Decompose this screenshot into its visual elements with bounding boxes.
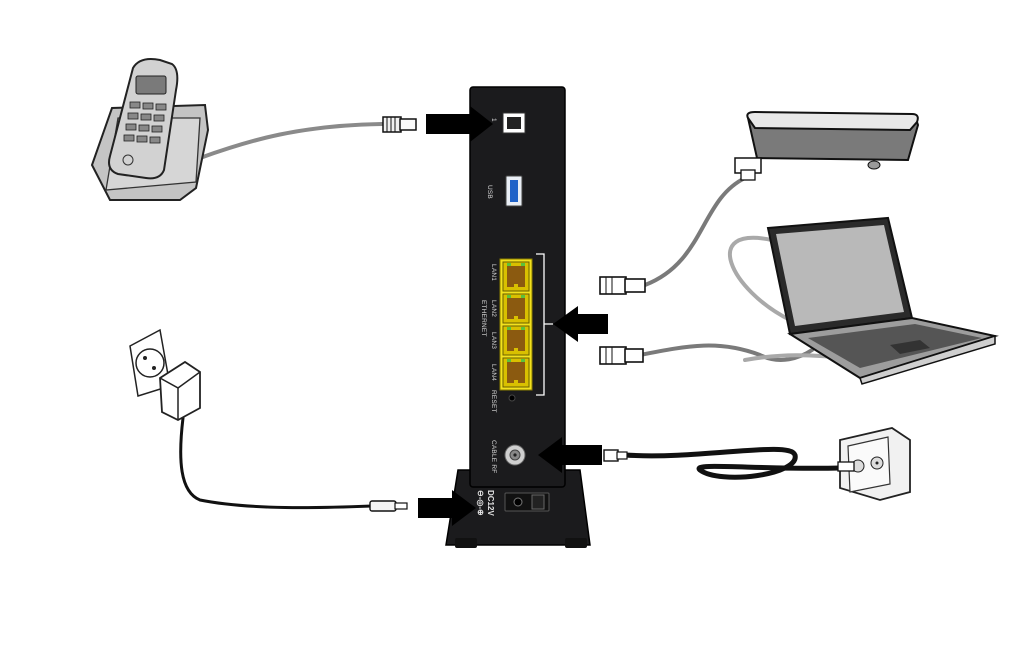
power-polarity-label: ⊖-◎-⊕ — [476, 490, 485, 516]
lan-ports — [499, 258, 533, 391]
laptop-cable — [638, 343, 814, 362]
printer-icon — [734, 110, 920, 181]
coax-wall-socket-icon — [837, 427, 911, 501]
ethernet-bracket — [536, 253, 553, 396]
arrow-to-cable-rf — [538, 437, 602, 473]
rj45-plug-icon-laptop — [599, 346, 644, 365]
phone-cable — [198, 122, 387, 160]
cable-rf-label: CABLE RF — [490, 440, 497, 473]
rj11-plug-icon — [382, 116, 417, 133]
lan4-label: LAN4 — [490, 364, 497, 381]
reset-button — [508, 394, 516, 402]
arrows — [418, 106, 608, 526]
router: 1 USB — [445, 86, 591, 548]
lan2-label: LAN2 — [490, 300, 497, 317]
lan1-label: LAN1 — [490, 264, 497, 281]
coax-cable — [622, 446, 843, 480]
power-port — [504, 492, 550, 512]
usb-label: USB — [486, 185, 493, 199]
dc-plug-icon — [369, 500, 408, 512]
phone-port-label: 1 — [490, 118, 497, 122]
dc12v-label: DC12V — [486, 490, 495, 516]
laptop-icon — [766, 216, 999, 385]
lan-port-4 — [502, 357, 530, 388]
arrow-to-power — [418, 490, 476, 526]
power-cable — [179, 416, 374, 510]
power-adapter-icon — [159, 360, 201, 422]
dect-phone-icon — [90, 58, 210, 201]
printer-cable — [643, 176, 747, 287]
lan-port-2 — [502, 293, 530, 324]
lan-port-1 — [502, 261, 530, 292]
reset-label: RESET — [490, 390, 497, 413]
cables — [179, 122, 852, 510]
lan-port-3 — [502, 325, 530, 356]
cable-rf-port — [504, 444, 526, 466]
arrow-to-ethernet — [553, 306, 608, 342]
rj45-plug-icon-printer — [599, 276, 646, 295]
ethernet-label: ETHERNET — [480, 300, 487, 337]
coax-plug-icon — [603, 449, 628, 462]
lan3-label: LAN3 — [490, 332, 497, 349]
arrow-to-phone-port — [426, 106, 493, 142]
